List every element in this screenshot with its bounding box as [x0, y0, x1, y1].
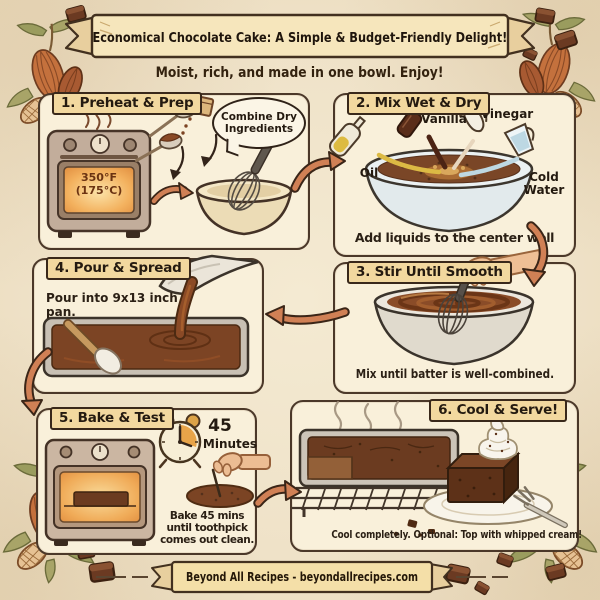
- step-2-label: 2. Mix Wet & Dry: [347, 92, 491, 115]
- footer-site-text: Beyond All Recipes - beyondallrecipes.co…: [186, 570, 418, 584]
- step-4-label: 4. Pour & Spread: [46, 257, 191, 280]
- cold-water-cup-icon: [503, 122, 535, 157]
- batter-stream-icon: [174, 276, 198, 340]
- step-4-panel: 4. Pour & Spread: [32, 254, 264, 394]
- step-2-panel: 2. Mix Wet & Dry: [329, 92, 576, 257]
- combine-dry-speech-bubble: Combine Dry Ingredients: [212, 97, 306, 149]
- step-1-panel: 1. Preheat & Prep: [38, 92, 310, 250]
- step-1-label: 1. Preheat & Prep: [52, 92, 203, 115]
- batter-bowl-icon: [364, 148, 534, 233]
- step-5-panel: 5. Bake & Test: [36, 407, 271, 555]
- oven-to-bowl-arrow-icon: [150, 182, 194, 205]
- step-3-caption-text: Mix until batter is well-combined.: [355, 367, 554, 381]
- page-title-text: Economical Chocolate Cake: A Simple & Bu…: [92, 30, 508, 46]
- step-4-caption: Pour into 9x13 inch pan.: [46, 291, 178, 319]
- testing-hand-icon: [212, 452, 271, 477]
- footer-ribbon-shape: [151, 560, 453, 594]
- step-5-caption: Bake 45 mins until toothpick comes out c…: [160, 510, 254, 547]
- footer-banner: [148, 560, 456, 594]
- pour-arrows-icon: [170, 133, 218, 180]
- ingredient-label-vanilla: Vanilla: [421, 112, 467, 126]
- timer-value: 45: [208, 416, 232, 436]
- step-2-caption: Add liquids to the center well: [354, 230, 555, 245]
- step-6-label: 6. Cool & Serve!: [429, 399, 567, 422]
- step-6-panel: 6. Cool & Serve!: [290, 399, 582, 552]
- step-3-caption: Mix until batter is well-combined.: [335, 367, 574, 382]
- oven-temperature: 350°F (175°C): [64, 171, 134, 197]
- toothpick-test-icon: [186, 452, 271, 508]
- cake-crumbs: [393, 519, 435, 537]
- step-4-illustration: [42, 254, 259, 378]
- oven-temp-f: 350°F: [81, 171, 117, 184]
- ingredient-label-cold-water: Cold Water: [523, 170, 565, 197]
- whipped-cream-icon: [478, 418, 518, 461]
- page-title: Economical Chocolate Cake: A Simple & Bu…: [70, 21, 530, 55]
- timer-unit: Minutes: [202, 437, 258, 451]
- spatula-icon: [63, 319, 123, 375]
- step-5-label: 5. Bake & Test: [50, 407, 174, 430]
- cake-pan-icon: [298, 428, 460, 488]
- step-3-panel: 3. Stir Until Smooth: [333, 248, 576, 394]
- cake-slice-icon: [445, 451, 521, 505]
- step-3-label: 3. Stir Until Smooth: [347, 261, 512, 284]
- baking-oven-icon: [44, 438, 156, 546]
- subtitle-text: Moist, rich, and made in one bowl. Enjoy…: [156, 65, 444, 81]
- oil-bottle-icon: [329, 115, 367, 157]
- pour-streams: [376, 134, 520, 178]
- subtitle: Moist, rich, and made in one bowl. Enjoy…: [0, 62, 600, 81]
- oven-temp-c: (175°C): [75, 184, 123, 198]
- step-6-caption: Cool completely. Optional: Top with whip…: [300, 528, 582, 542]
- ingredient-label-oil: Oil: [359, 166, 379, 180]
- footer-site: Beyond All Recipes - beyondallrecipes.co…: [150, 563, 454, 591]
- oven-icon: [46, 129, 152, 238]
- cocoa-spoon-icon: [135, 133, 183, 163]
- mixing-bowl-icon: [195, 178, 293, 236]
- step-6-caption-text: Cool completely. Optional: Top with whip…: [331, 528, 582, 541]
